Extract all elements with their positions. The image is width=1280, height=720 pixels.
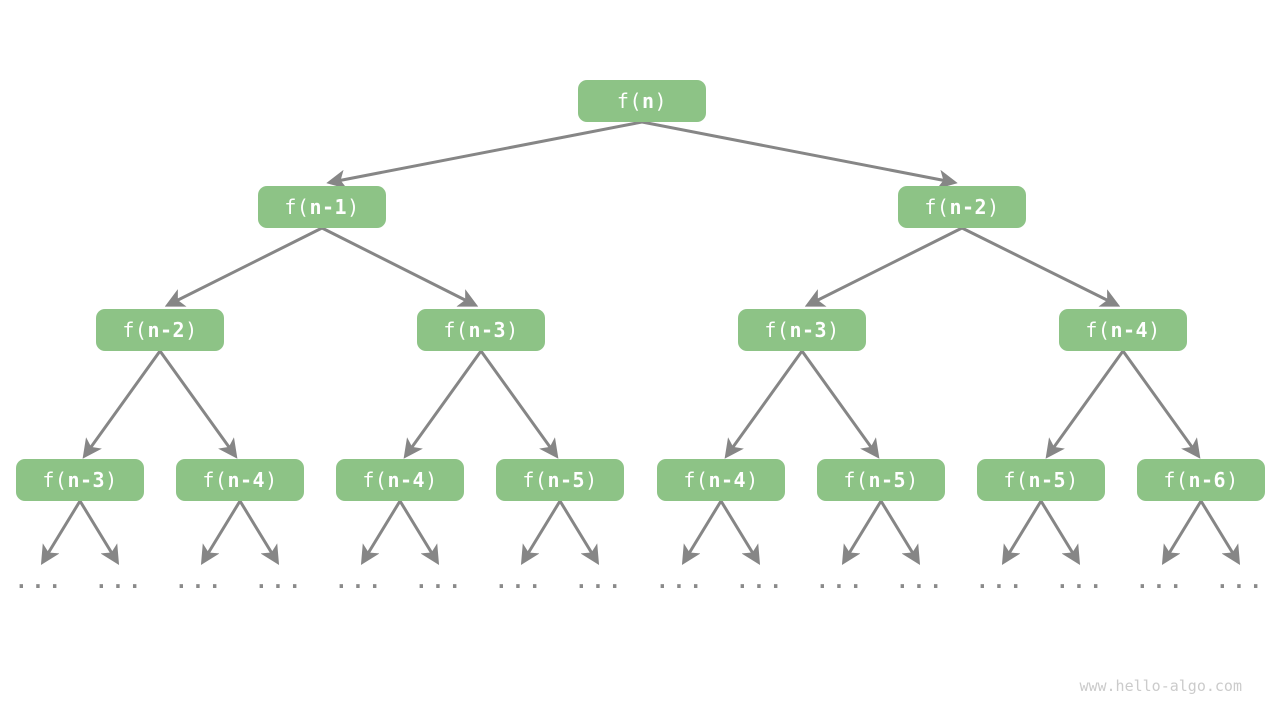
edge xyxy=(40,500,82,565)
edge xyxy=(841,500,883,565)
node-label: f(n-4) xyxy=(683,468,759,492)
watermark: www.hello-algo.com xyxy=(1079,677,1242,695)
ellipsis-leaf: ... xyxy=(896,569,946,593)
edge xyxy=(1161,500,1203,565)
edge xyxy=(164,226,323,307)
node-label: f(n-2) xyxy=(924,195,1000,219)
node-f-n-5: f(n-5) xyxy=(496,459,624,501)
node-label: f(n-5) xyxy=(1003,468,1079,492)
node-f-n-2: f(n-2) xyxy=(96,309,224,351)
edge xyxy=(238,500,280,565)
node-f-n-1: f(n-1) xyxy=(258,186,386,228)
edge xyxy=(724,350,804,459)
edge xyxy=(78,500,120,565)
edge xyxy=(1045,350,1125,459)
edge xyxy=(360,500,402,565)
edge xyxy=(520,500,562,565)
node-f-n-5: f(n-5) xyxy=(977,459,1105,501)
ellipsis-leaf: ... xyxy=(175,569,225,593)
edge xyxy=(558,500,600,565)
edge xyxy=(158,350,238,459)
ellipsis-leaf: ... xyxy=(736,569,786,593)
edge xyxy=(879,500,921,565)
edge xyxy=(321,226,479,307)
edge xyxy=(1199,500,1241,565)
ellipsis-leaf: ... xyxy=(1056,569,1106,593)
ellipsis-leaf: ... xyxy=(656,569,706,593)
node-f-n: f(n) xyxy=(578,80,706,122)
ellipsis-leaf: ... xyxy=(255,569,305,593)
edge xyxy=(479,350,559,459)
edge xyxy=(800,350,880,459)
edge xyxy=(398,500,440,565)
edge xyxy=(641,120,958,189)
edge xyxy=(200,500,242,565)
edge xyxy=(961,226,1121,307)
node-label: f(n) xyxy=(616,89,668,113)
node-f-n-4: f(n-4) xyxy=(176,459,304,501)
node-f-n-4: f(n-4) xyxy=(336,459,464,501)
edge xyxy=(326,120,643,189)
edge xyxy=(681,500,723,565)
node-label: f(n-5) xyxy=(522,468,598,492)
node-f-n-5: f(n-5) xyxy=(817,459,945,501)
edge xyxy=(82,350,162,459)
ellipsis-leaf: ... xyxy=(816,569,866,593)
ellipsis-leaf: ... xyxy=(976,569,1026,593)
edge xyxy=(804,226,963,307)
ellipsis-leaf: ... xyxy=(335,569,385,593)
node-label: f(n-3) xyxy=(764,318,840,342)
edge xyxy=(1001,500,1043,565)
node-f-n-4: f(n-4) xyxy=(657,459,785,501)
ellipsis-leaf: ... xyxy=(15,569,65,593)
node-label: f(n-4) xyxy=(362,468,438,492)
node-label: f(n-3) xyxy=(443,318,519,342)
node-f-n-3: f(n-3) xyxy=(16,459,144,501)
node-f-n-2: f(n-2) xyxy=(898,186,1026,228)
ellipsis-leaf: ... xyxy=(95,569,145,593)
node-f-n-6: f(n-6) xyxy=(1137,459,1265,501)
ellipsis-leaf: ... xyxy=(575,569,625,593)
ellipsis-leaf: ... xyxy=(1136,569,1186,593)
node-label: f(n-2) xyxy=(122,318,198,342)
node-f-n-4: f(n-4) xyxy=(1059,309,1187,351)
node-f-n-3: f(n-3) xyxy=(738,309,866,351)
ellipsis-leaf: ... xyxy=(1216,569,1266,593)
node-label: f(n-4) xyxy=(202,468,278,492)
node-label: f(n-4) xyxy=(1085,318,1161,342)
node-f-n-3: f(n-3) xyxy=(417,309,545,351)
node-label: f(n-5) xyxy=(843,468,919,492)
edge xyxy=(719,500,761,565)
node-label: f(n-6) xyxy=(1163,468,1239,492)
edge xyxy=(403,350,483,459)
node-label: f(n-1) xyxy=(284,195,360,219)
edge xyxy=(1039,500,1081,565)
ellipsis-leaf: ... xyxy=(495,569,545,593)
node-label: f(n-3) xyxy=(42,468,118,492)
edge xyxy=(1121,350,1201,459)
ellipsis-leaf: ... xyxy=(415,569,465,593)
